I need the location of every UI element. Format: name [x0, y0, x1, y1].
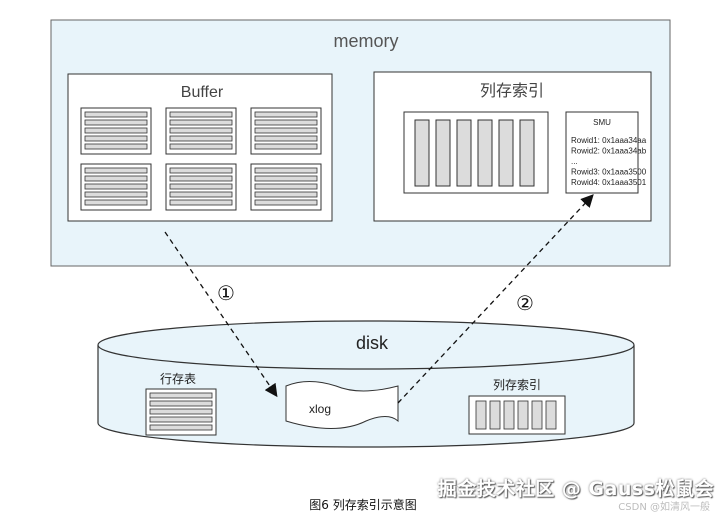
disk-column-bar	[489, 400, 501, 430]
buffer-page-row	[169, 111, 233, 118]
row-store-row	[149, 424, 213, 431]
disk-label: disk	[356, 333, 389, 353]
buffer-page-row	[84, 175, 148, 182]
buffer-page-row	[84, 127, 148, 134]
buffer-page-row	[254, 191, 318, 198]
smu-line: ...	[571, 157, 578, 166]
row-store-table: 行存表	[145, 372, 217, 436]
memory-column-bar	[477, 119, 493, 187]
buffer-page-row	[169, 199, 233, 206]
memory-column-bar	[498, 119, 514, 187]
buffer-page	[250, 107, 322, 155]
xlog-label: xlog	[309, 402, 331, 416]
buffer-page-row	[169, 183, 233, 190]
memory-column-bar	[414, 119, 430, 187]
watermark: 掘金技术社区 @ Gauss松鼠会	[437, 478, 714, 500]
row-store-rows	[149, 392, 213, 431]
buffer-page-row	[84, 135, 148, 142]
buffer-pages	[80, 107, 322, 211]
buffer-page-row	[84, 143, 148, 150]
buffer-page-row	[254, 135, 318, 142]
buffer-page-row	[254, 119, 318, 126]
buffer-page-row	[254, 127, 318, 134]
arrow-xlog-to-smu	[397, 194, 594, 404]
smu-label: SMU	[593, 118, 611, 127]
buffer-page-row	[84, 167, 148, 174]
smu-line: Rowid2: 0x1aaa34ab	[571, 147, 647, 156]
buffer-page	[80, 163, 152, 211]
memory-column-bar	[435, 119, 451, 187]
smu-line: Rowid3: 0x1aaa3500	[571, 168, 647, 177]
step-2-marker: ②	[516, 291, 534, 315]
buffer-page-row	[254, 199, 318, 206]
row-store-row	[149, 400, 213, 407]
figure-caption: 图6 列存索引示意图	[309, 498, 417, 512]
disk-column-index: 列存索引	[468, 378, 566, 435]
buffer-page-row	[169, 135, 233, 142]
buffer-box: Buffer	[67, 73, 333, 222]
buffer-page-row	[254, 143, 318, 150]
buffer-page-row	[169, 143, 233, 150]
disk-cylinder: disk 行存表 xlog 列存索引	[97, 320, 635, 448]
smu-line: Rowid1: 0x1aaa34aa	[571, 136, 647, 145]
buffer-page-row	[169, 127, 233, 134]
memory-columns	[414, 119, 535, 187]
buffer-page-row	[169, 119, 233, 126]
buffer-page	[165, 163, 237, 211]
buffer-page-row	[169, 191, 233, 198]
buffer-page-row	[84, 191, 148, 198]
buffer-page-row	[169, 175, 233, 182]
buffer-page-row	[84, 119, 148, 126]
disk-column-bar	[517, 400, 529, 430]
disk-column-bar	[475, 400, 487, 430]
buffer-page-row	[84, 199, 148, 206]
buffer-label: Buffer	[181, 84, 224, 101]
buffer-page-row	[84, 183, 148, 190]
disk-column-bar	[531, 400, 543, 430]
row-store-row	[149, 416, 213, 423]
watermark-sub: CSDN @如清风一般	[618, 502, 710, 513]
disk-column-index-label: 列存索引	[493, 378, 541, 392]
disk-column-bar	[503, 400, 515, 430]
memory-column-index-label: 列存索引	[480, 81, 544, 100]
buffer-page-row	[254, 167, 318, 174]
xlog-block: xlog	[285, 381, 399, 429]
arrow-buffer-to-xlog	[164, 231, 278, 398]
buffer-page	[250, 163, 322, 211]
smu-line: Rowid4: 0x1aaa3501	[571, 178, 647, 187]
disk-columns	[475, 400, 557, 430]
memory-column-bar	[519, 119, 535, 187]
step-1-marker: ①	[217, 281, 235, 305]
memory-column-bar	[456, 119, 472, 187]
row-store-label: 行存表	[160, 372, 196, 386]
buffer-page-row	[254, 183, 318, 190]
buffer-page	[165, 107, 237, 155]
buffer-page-row	[254, 111, 318, 118]
buffer-page-row	[254, 175, 318, 182]
disk-column-bar	[545, 400, 557, 430]
memory-region: memory Buffer 列存索引 SMU Rowid1: 0x1aaa34a…	[50, 19, 671, 267]
buffer-page-row	[84, 111, 148, 118]
memory-label: memory	[333, 31, 398, 51]
buffer-page-row	[169, 167, 233, 174]
buffer-page	[80, 107, 152, 155]
row-store-row	[149, 408, 213, 415]
row-store-row	[149, 392, 213, 399]
